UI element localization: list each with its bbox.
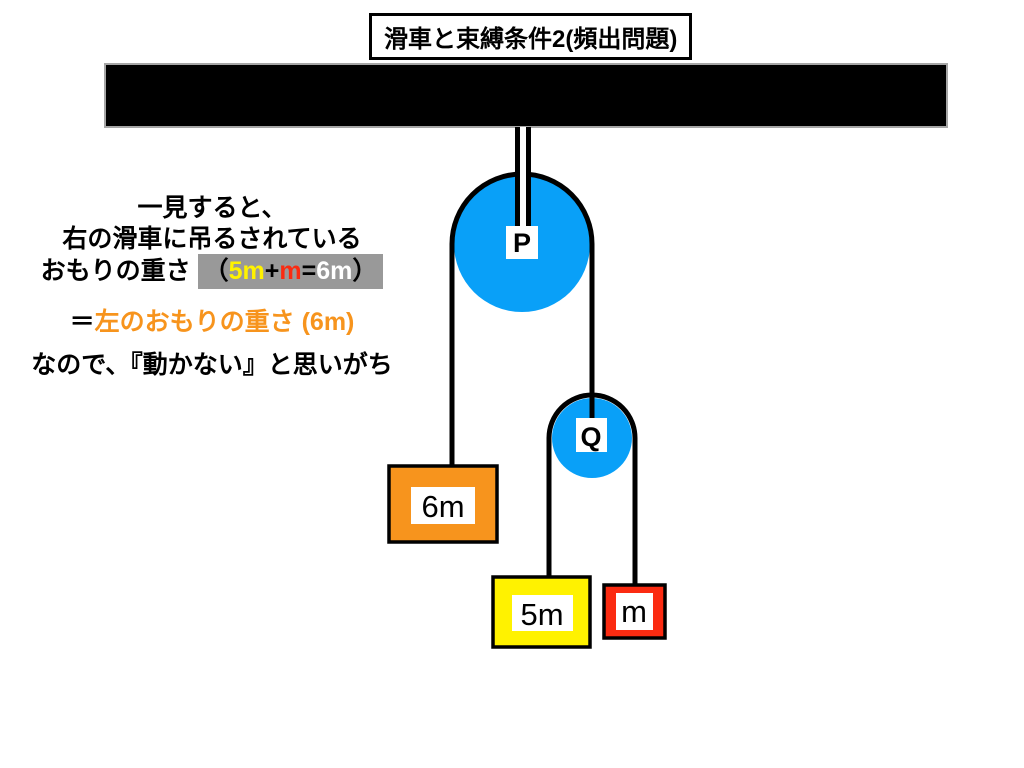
equation-plus: +	[264, 257, 280, 285]
page-title: 滑車と束縛条件2(頻出問題)	[369, 13, 693, 60]
weight-m: m	[602, 583, 667, 640]
weight-6m-label: 6m	[421, 489, 464, 524]
support-rod-left-line	[515, 127, 520, 227]
ceiling-bar	[104, 63, 948, 128]
equation-highlight: （5m+m=6m）	[197, 254, 384, 289]
pulley-q-label-box	[576, 418, 607, 452]
weight-6m: 6m	[387, 464, 499, 544]
note-line-1: 一見すると、	[137, 194, 287, 222]
note-line-4: ＝左のおもりの重さ (6m)	[0, 306, 424, 338]
note-line-4-orange-text: 左のおもりの重さ (6m)	[94, 308, 355, 336]
note-line-2: 右の滑車に吊るされている	[62, 225, 362, 253]
pulley-p-label-box	[506, 226, 538, 259]
note-line-5: なので、『動かない』と思いがち	[31, 351, 393, 379]
equation-equals: =	[301, 257, 317, 285]
weight-5m: 5m	[491, 575, 592, 649]
rope-q-arc	[546, 392, 638, 439]
weight-m-label: m	[621, 594, 647, 629]
note-line-3-prefix: おもりの重さ	[40, 257, 191, 285]
equation-result-6m: 6m	[316, 257, 353, 285]
pulley-p-label: P	[513, 228, 531, 258]
weight-6m-label-box	[411, 487, 475, 524]
support-rod	[515, 127, 531, 227]
note-line-3: おもりの重さ （5m+m=6m）	[0, 254, 424, 289]
equation-close-paren: ）	[352, 257, 378, 285]
weight-5m-label-box	[512, 595, 573, 631]
equation-term-5m: 5m	[228, 257, 265, 285]
note-line-4-equals: ＝	[69, 308, 95, 336]
equation-term-m: m	[279, 257, 302, 285]
weight-5m-label: 5m	[520, 597, 563, 632]
equation-open-paren: （	[203, 257, 229, 285]
pulley-q-label: Q	[580, 422, 601, 452]
weight-m-label-box	[616, 593, 653, 630]
support-rod-right-line	[526, 127, 531, 227]
